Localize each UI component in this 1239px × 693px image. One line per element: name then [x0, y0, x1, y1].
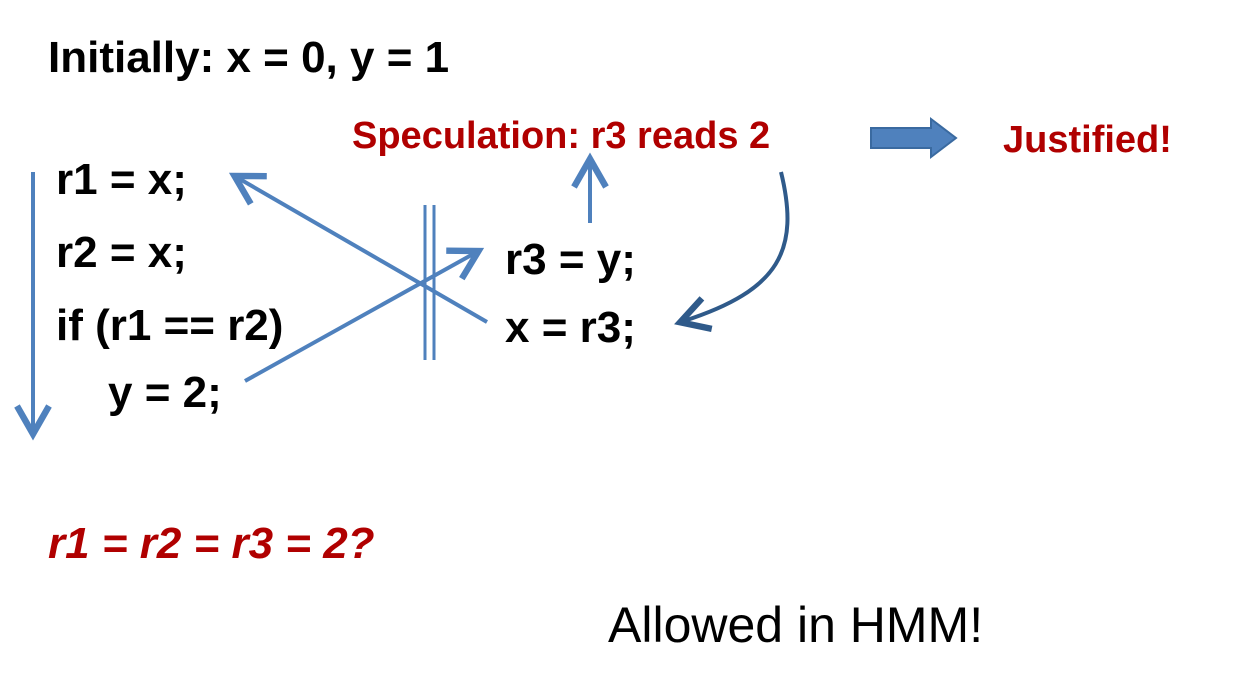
- initial-condition: Initially: x = 0, y = 1: [48, 33, 450, 82]
- read-from-arrow-y: [244, 247, 485, 383]
- outcome-question: r1 = r2 = r3 = 2?: [48, 519, 375, 568]
- thread1-line-3: if (r1 == r2): [56, 301, 284, 350]
- read-from-arrow-x: [228, 172, 489, 324]
- justified-label: Justified!: [1003, 119, 1172, 161]
- block-arrow-icon: [870, 116, 958, 160]
- thread1-line-1: r1 = x;: [56, 155, 187, 204]
- verdict-label: Allowed in HMM!: [608, 597, 984, 653]
- thread2-line-2: x = r3;: [505, 303, 636, 352]
- speculation-label: Speculation: r3 reads 2: [352, 115, 771, 157]
- thread1-line-4: y = 2;: [108, 368, 222, 417]
- thread2-line-1: r3 = y;: [505, 235, 636, 284]
- speculation-curve-arrow: [674, 171, 790, 332]
- thread1-line-2: r2 = x;: [56, 228, 187, 277]
